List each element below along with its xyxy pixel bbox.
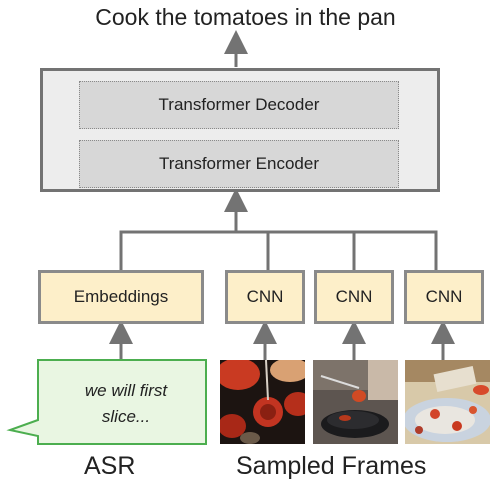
output-text: Cook the tomatoes in the pan: [95, 4, 396, 30]
cnn-box-1: CNN: [225, 270, 305, 324]
frames-caption: Sampled Frames: [236, 452, 427, 480]
transformer-decoder: Transformer Decoder: [79, 81, 399, 129]
asr-text-line-2: slice...: [101, 407, 151, 426]
asr-text-line-1: we will first: [84, 381, 168, 400]
embeddings-box: Embeddings: [38, 270, 204, 324]
transformer-encoder: Transformer Encoder: [79, 140, 399, 188]
video-frame-1: [220, 360, 305, 444]
bus-connector: [119, 230, 438, 270]
video-frame-2: [313, 360, 398, 444]
video-frame-3: [405, 360, 490, 444]
asr-text: we will first slice...: [46, 378, 206, 430]
cnn-box-2: CNN: [314, 270, 394, 324]
asr-speech-bubble: [6, 359, 207, 445]
cnn-box-3: CNN: [404, 270, 484, 324]
asr-caption: ASR: [84, 452, 136, 480]
